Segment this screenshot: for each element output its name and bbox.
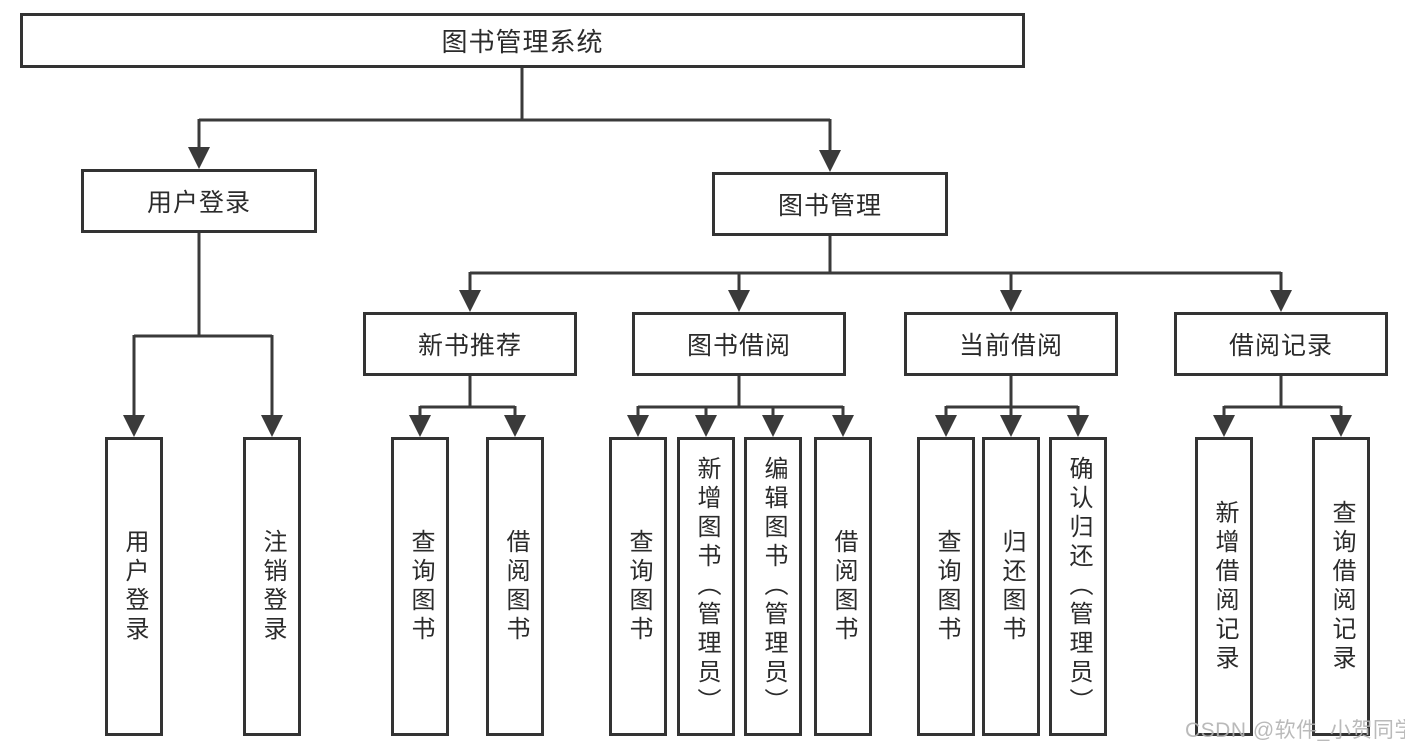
node-user-login-label: 用户登录 (146, 189, 251, 217)
leaf-return-book-label: 归还图书 (998, 528, 1025, 645)
leaf-user-login-label: 用户登录 (121, 528, 148, 645)
node-new-book-recommend-label: 新书推荐 (417, 332, 522, 360)
leaf-borrow-books-2: 借阅图书 (814, 437, 872, 736)
node-root-system-label: 图书管理系统 (441, 27, 604, 57)
node-book-borrow: 图书借阅 (632, 312, 846, 376)
leaf-logout: 注销登录 (243, 437, 301, 736)
node-book-borrow-label: 图书借阅 (686, 332, 791, 360)
leaf-confirm-return-admin: 确认归还（管理员） (1049, 437, 1107, 736)
node-root-system: 图书管理系统 (20, 13, 1025, 68)
arrowheads (123, 147, 1352, 437)
leaf-add-book-admin-label: 新增图书（管理员） (693, 456, 720, 717)
leaf-return-book: 归还图书 (982, 437, 1040, 736)
leaf-edit-book-admin: 编辑图书（管理员） (744, 437, 802, 736)
leaf-query-books-current-label: 查询图书 (933, 528, 960, 645)
node-current-borrow-label: 当前借阅 (958, 332, 1063, 360)
node-borrow-records: 借阅记录 (1174, 312, 1388, 376)
leaf-add-borrow-record-label: 新增借阅记录 (1211, 499, 1238, 674)
leaf-query-books-borrow-label: 查询图书 (625, 528, 652, 645)
leaf-add-borrow-record: 新增借阅记录 (1195, 437, 1253, 736)
node-new-book-recommend: 新书推荐 (363, 312, 577, 376)
leaf-query-borrow-record-label: 查询借阅记录 (1328, 499, 1355, 674)
leaf-add-book-admin: 新增图书（管理员） (677, 437, 735, 736)
node-borrow-records-label: 借阅记录 (1228, 332, 1333, 360)
leaf-borrow-books-2-label: 借阅图书 (830, 528, 857, 645)
leaf-user-login: 用户登录 (105, 437, 163, 736)
leaf-borrow-books-recommend-label: 借阅图书 (502, 528, 529, 645)
node-book-management: 图书管理 (712, 172, 948, 236)
leaf-query-books-current: 查询图书 (917, 437, 975, 736)
leaf-confirm-return-admin-label: 确认归还（管理员） (1065, 456, 1092, 717)
csdn-watermark: CSDN @软件_小贺同学 (1185, 719, 1405, 742)
leaf-logout-label: 注销登录 (259, 528, 286, 645)
leaf-edit-book-admin-label: 编辑图书（管理员） (760, 456, 787, 717)
leaf-borrow-books-recommend: 借阅图书 (486, 437, 544, 736)
node-book-management-label: 图书管理 (777, 192, 882, 220)
leaf-query-books-recommend-label: 查询图书 (407, 528, 434, 645)
node-current-borrow: 当前借阅 (904, 312, 1118, 376)
leaf-query-books-recommend: 查询图书 (391, 437, 449, 736)
leaf-query-books-borrow: 查询图书 (609, 437, 667, 736)
node-user-login: 用户登录 (81, 169, 317, 233)
leaf-query-borrow-record: 查询借阅记录 (1312, 437, 1370, 736)
